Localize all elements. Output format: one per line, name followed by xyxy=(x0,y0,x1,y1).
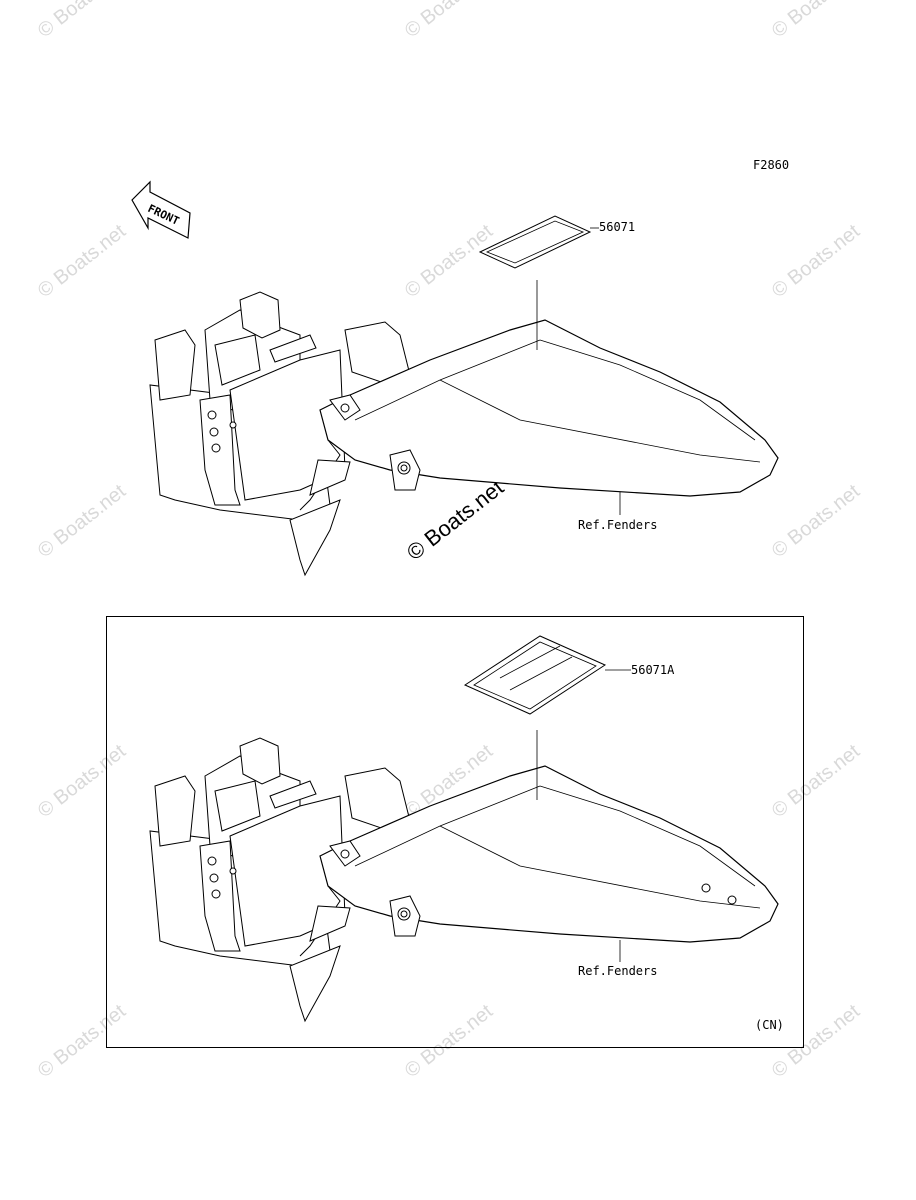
part-number-top[interactable]: 56071 xyxy=(599,220,636,234)
decal-56071a[interactable] xyxy=(463,635,631,800)
part-number-bottom[interactable]: 56071A xyxy=(631,663,675,677)
variant-note: (CN) xyxy=(755,1018,784,1032)
fender-assembly-top xyxy=(149,291,779,576)
reference-bottom: Ref.Fenders xyxy=(578,964,658,978)
fender-assembly-bottom xyxy=(149,737,779,1022)
fender-hole xyxy=(701,883,711,893)
figure-code: F2860 xyxy=(753,158,790,172)
variant-frame xyxy=(106,616,804,1048)
reference-top: Ref.Fenders xyxy=(578,518,658,532)
decal-56071[interactable] xyxy=(478,215,599,350)
fender-hole xyxy=(727,895,737,905)
front-arrow-icon: FRONT xyxy=(131,180,191,239)
